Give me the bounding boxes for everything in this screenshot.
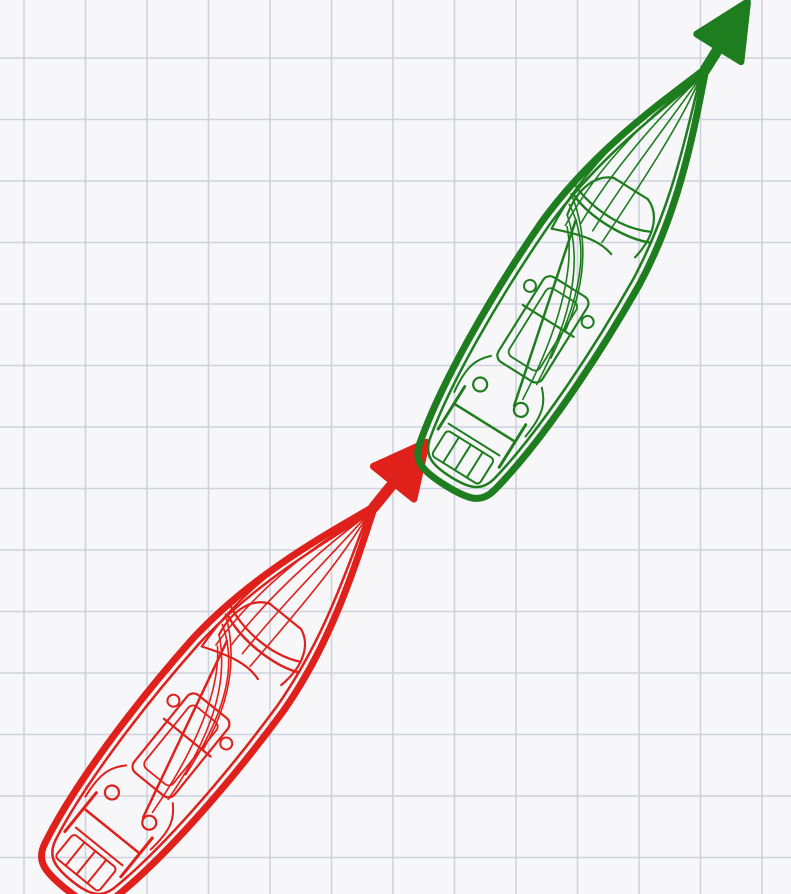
boat-green-deck-fittings [431,176,655,485]
boat-green-hull [414,64,710,502]
boat-red-sails [141,512,370,819]
boat-red-heading-arrow [368,438,430,513]
boat-green [414,0,751,502]
boat-green-sails [512,75,702,407]
boat-red-hull [37,502,379,894]
boat-green-deck-line [426,75,703,489]
boat-red [37,438,430,894]
boat-red-deck-line [51,512,370,894]
boat-red-hull-outline [37,502,379,894]
boat-red-deck-fittings [55,601,307,892]
boat-green-hull-outline [414,64,710,502]
boat-green-heading-arrow [693,0,751,75]
